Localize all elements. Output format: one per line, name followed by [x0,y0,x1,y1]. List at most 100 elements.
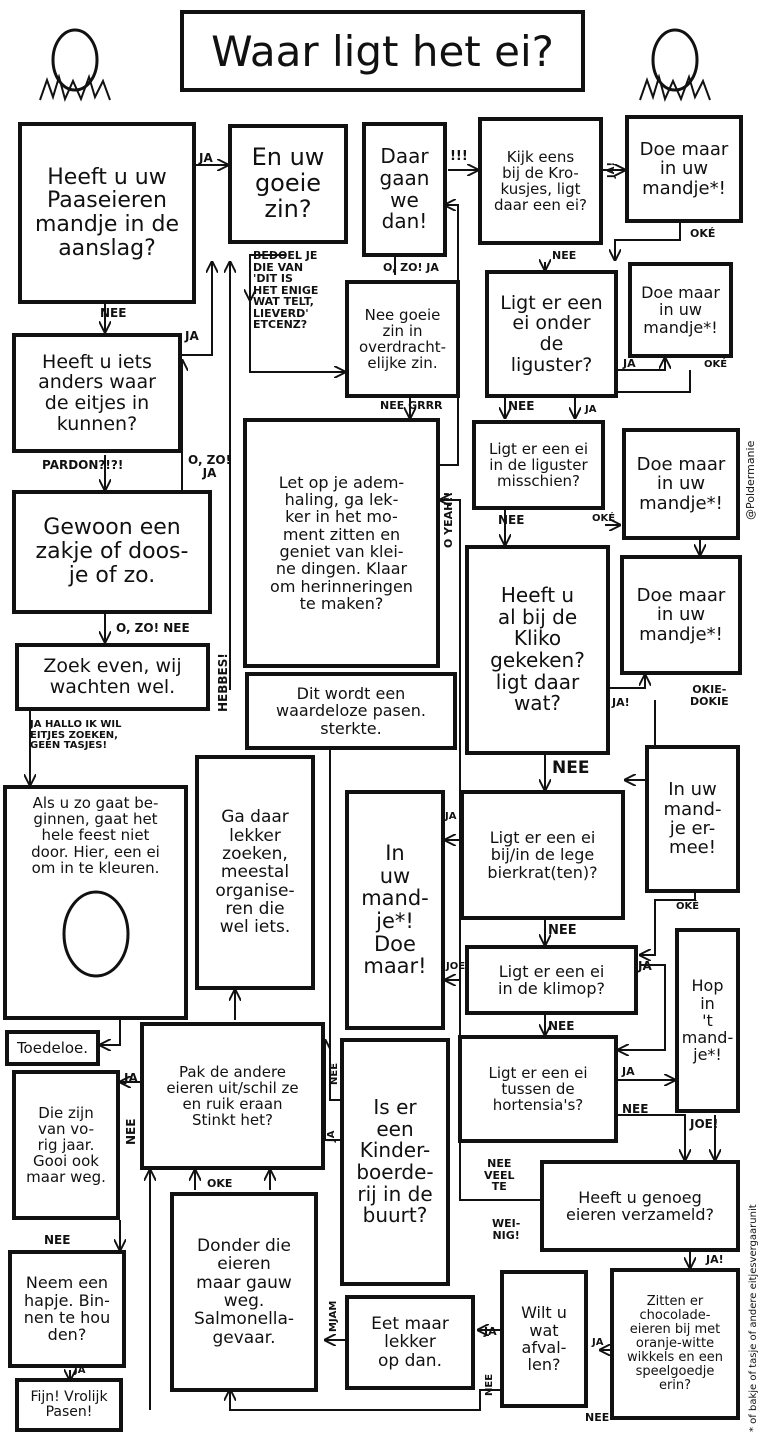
edge-label: NEE [622,1102,649,1116]
node-fijn-pasen: Fijn! Vrolijk Pasen! [15,1378,123,1432]
edge-label: JA HALLO IK WIL EITJES ZOEKEN, GEEN TASJ… [30,719,122,751]
edge-label: NEE [484,1373,495,1396]
edge-label: MJAM [328,1300,339,1332]
node-text: Gewoon een zakje of doos- je of zo. [35,515,189,588]
edge-label: JA [326,1130,337,1142]
edge-label: WEI- NIG! [492,1217,521,1242]
node-text: Ligt er een ei in de klimop? [498,961,605,998]
edge-label: JA [623,357,636,370]
egg-grass-right [635,15,715,105]
node-paaseieren: Heeft u uw Paaseieren mandje in de aansl… [18,122,196,304]
node-vorig-jaar: Die zijn van vo- rig jaar. Gooi ook maar… [12,1070,120,1220]
title-banner: Waar ligt het ei? [180,10,585,92]
node-hortensias: Ligt er een ei tussen de hortensia's? [458,1035,618,1143]
node-text: Fijn! Vrolijk Pasen! [30,1388,108,1420]
node-text: Als u zo gaat be- ginnen, gaat het hele … [31,794,160,877]
node-hop: Hop in 't mand- je*! [675,928,740,1113]
node-waardeloze: Dit wordt een waardeloze pasen. sterkte. [245,672,457,750]
node-text: Kijk eens bij de Kro- kusjes, ligt daar … [494,147,587,215]
edge-label: JA [622,1065,635,1078]
edge-label: O, ZO! JA [188,453,232,480]
node-als-u-zo: Als u zo gaat be- ginnen, gaat het hele … [3,785,188,1020]
node-nee-goeie-zin: Nee goeie zin in overdracht- elijke zin. [345,280,460,398]
node-text: Doe maar in uw mandje*! [636,584,726,645]
page-title: Waar ligt het ei? [211,26,554,76]
node-iets-anders: Heeft u iets anders waar de eitjes in ku… [12,333,182,453]
node-text: Let op je adem- haling, ga lek- ker in h… [270,472,413,613]
edge-label: JA [638,959,652,973]
node-hapje: Neem een hapje. Bin- nen te hou den? [8,1250,126,1368]
node-doe-maar-4: Doe maar in uw mandje*! [620,555,742,675]
node-text: Wilt u wat afval- len? [521,1303,567,1375]
credit-handle: @Poldermanie [744,440,757,520]
node-bierkrat: Ligt er een ei bij/in de lege bierkrat(t… [460,790,625,920]
node-text: Die zijn van vo- rig jaar. Gooi ook maar… [26,1103,106,1187]
edge-label: HEBBES! [216,653,230,712]
node-text: Toedeloe. [16,1038,89,1057]
node-ga-daar: Ga daar lekker zoeken, meestal organise-… [195,755,315,990]
node-text: Ga daar lekker zoeken, meestal organise-… [215,807,295,938]
node-text: Pak de andere eieren uit/schil ze en rui… [166,1062,299,1130]
edge-label: O YEAH!! [442,491,455,548]
edge-label: NEE [548,923,577,938]
edge-label: JA! [606,161,617,178]
node-text: Ligt er een ei bij/in de lege bierkrat(t… [487,828,598,882]
node-eet-maar: Eet maar lekker op dan. [345,1295,475,1390]
label-bedoel-je: BEDOEL JE DIE VAN 'DIT IS HET ENIGE WAT … [253,249,319,332]
node-ligt-liguster: Ligt er een ei onder de liguster? [485,270,618,398]
edge-label: OKÉ [676,901,700,912]
egg-grass-left [35,15,115,105]
node-text: In uw mand- je*! Doe maar! [361,840,429,979]
edge-label: JOE! [690,1117,719,1131]
node-text: Heeft u al bij de Kliko gekeken? ligt da… [490,583,585,716]
node-text: Doe maar in uw mandje*! [639,138,729,199]
egg-to-color[interactable] [56,884,136,980]
edge-label: JA [585,404,597,415]
node-text: Ligt er een ei tussen de hortensia's? [488,1063,588,1115]
node-donder: Donder die eieren maar gauw weg. Salmone… [170,1192,318,1392]
edge-label: JA [185,329,199,343]
footnote: * of bakje of tasje of andere eitjesverg… [748,1204,759,1432]
node-pak-andere: Pak de andere eieren uit/schil ze en rui… [140,1022,325,1170]
node-text: Ligt er een ei onder de liguster? [500,291,603,376]
edge-label: O, ZO! JA [383,261,439,274]
edge-label: !!! [450,149,468,164]
node-doe-maar-2: Doe maar in uw mandje*! [628,262,733,358]
node-text: Zoek even, wij wachten wel. [43,655,182,698]
edge-label: NEE [44,1233,71,1247]
edge-label: O, ZO! NEE [116,621,190,635]
node-text: Heeft u iets anders waar de eitjes in ku… [38,350,156,435]
node-in-uw-mandje-ermee: In uw mand- je er- mee! [645,745,740,893]
edge-label: JA [445,811,457,822]
node-text: Donder die eieren maar gauw weg. Salmone… [193,1235,295,1348]
edge-label: JOE [446,961,466,972]
node-text: Zitten er chocolade- eieren bij met oran… [627,1293,723,1394]
node-klimop: Ligt er een ei in de klimop? [465,945,638,1015]
node-kinderboerderij: Is er een Kinder- boerde- rij in de buur… [340,1038,450,1286]
node-text: In uw mand- je er- mee! [663,779,722,859]
node-genoeg: Heeft u genoeg eieren verzameld? [540,1160,740,1252]
node-liguster-misschien: Ligt er een ei in de liguster misschien? [472,420,605,510]
node-text: Heeft u genoeg eieren verzameld? [565,1187,715,1224]
edge-label: JA [592,1337,604,1348]
edge-label: NEE [552,249,577,262]
node-text: Doe maar in uw mandje*! [641,283,720,337]
node-toedeloe: Toedeloe. [5,1030,100,1066]
node-text: Neem een hapje. Bin- nen te hou den? [23,1273,111,1345]
edge-label: JA [484,1325,497,1338]
node-in-uw-mandje-doe: In uw mand- je*! Doe maar! [345,790,445,1030]
node-afvallen: Wilt u wat afval- len? [500,1270,588,1408]
edge-label: JA! [612,696,630,709]
edge-label: OKIE- DOKIE [690,683,729,708]
node-kliko: Heeft u al bij de Kliko gekeken? ligt da… [465,545,610,755]
edge-label: NEE GRRR [380,399,443,412]
node-text: En uw goeie zin? [251,143,325,223]
edge-label: OKE [207,1177,233,1190]
node-text: Hop in 't mand- je*! [681,976,734,1065]
node-doe-maar-1: Doe maar in uw mandje*! [625,115,743,223]
node-chocolade: Zitten er chocolade- eieren bij met oran… [610,1268,740,1420]
edge-label: NEE [508,399,535,413]
edge-label: JA [74,1365,86,1376]
edge-label: NEE [100,306,127,320]
edge-label: JA! [706,1253,724,1266]
